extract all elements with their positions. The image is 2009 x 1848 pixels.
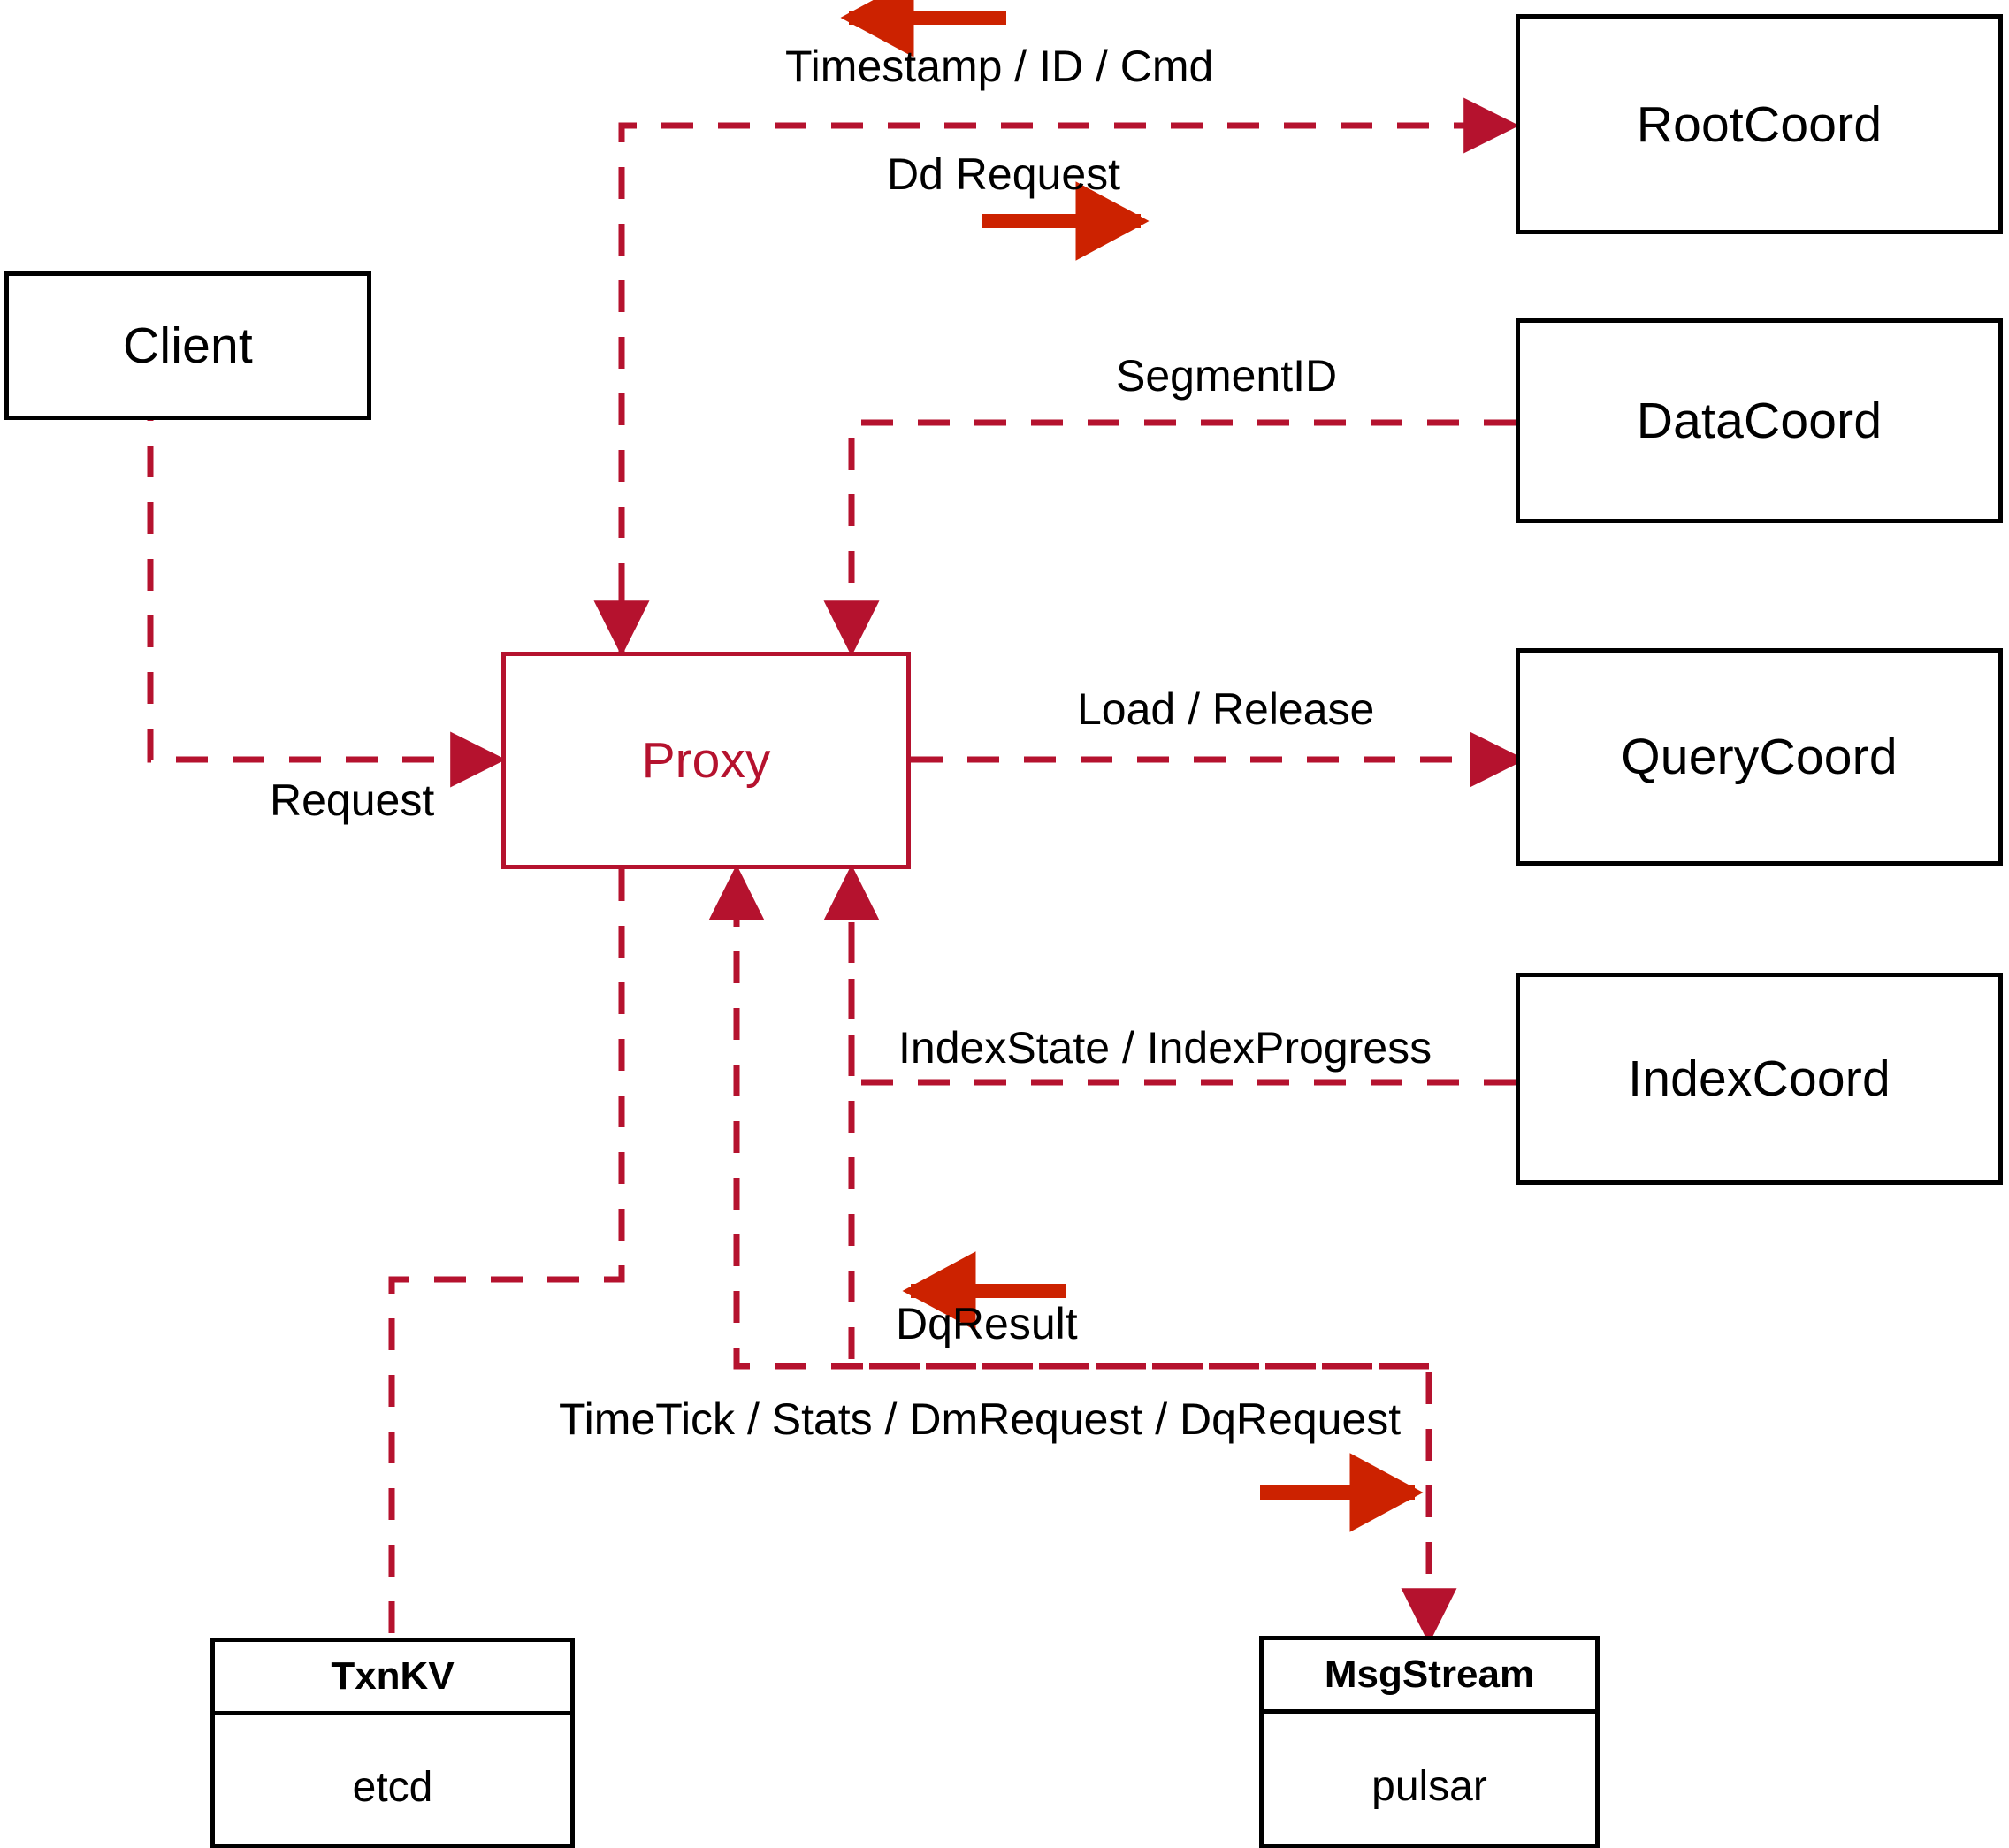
node-client-label: Client <box>123 317 253 374</box>
node-txnkv-impl: etcd <box>352 1764 433 1811</box>
node-msgstream-title: MsgStream <box>1264 1640 1595 1714</box>
node-msgstream[interactable]: MsgStream pulsar <box>1259 1636 1600 1848</box>
edge-label-timestamp-id-cmd: Timestamp / ID / Cmd <box>785 42 1214 91</box>
edge-proxy-to-msgstream <box>848 874 1457 1645</box>
node-data-coord-label: DataCoord <box>1636 393 1883 449</box>
node-txnkv-title: TxnKV <box>215 1642 570 1715</box>
edge-proxy-to-rootcoord <box>618 97 1520 652</box>
edge-label-index-state-progress: IndexState / IndexProgress <box>898 1023 1432 1073</box>
edge-label-dq-result: DqResult <box>896 1299 1078 1348</box>
node-client[interactable]: Client <box>4 271 371 420</box>
node-index-coord[interactable]: IndexCoord <box>1516 973 2003 1185</box>
edge-msgstream-to-proxy <box>708 864 1429 1370</box>
node-root-coord-label: RootCoord <box>1636 95 1883 153</box>
node-query-coord-label: QueryCoord <box>1621 729 1898 785</box>
edge-label-request: Request <box>270 775 435 825</box>
edge-client-to-proxy <box>147 389 507 788</box>
node-txnkv[interactable]: TxnKV etcd <box>210 1638 575 1848</box>
node-data-coord[interactable]: DataCoord <box>1516 318 2003 523</box>
edge-proxy-to-txnkv <box>388 869 625 1638</box>
node-root-coord[interactable]: RootCoord <box>1516 14 2003 234</box>
edge-label-dd-request: Dd Request <box>887 149 1121 199</box>
node-msgstream-impl: pulsar <box>1371 1763 1487 1810</box>
edge-label-load-release: Load / Release <box>1077 684 1375 734</box>
node-proxy[interactable]: Proxy <box>501 652 911 869</box>
edge-label-timetick-stats: TimeTick / Stats / DmRequest / DqRequest <box>559 1394 1402 1444</box>
edge-label-segment-id: SegmentID <box>1116 351 1338 401</box>
node-proxy-label: Proxy <box>641 732 771 789</box>
node-index-coord-label: IndexCoord <box>1628 1050 1891 1107</box>
node-query-coord[interactable]: QueryCoord <box>1516 648 2003 866</box>
edge-datacoord-to-proxy <box>823 419 1516 657</box>
